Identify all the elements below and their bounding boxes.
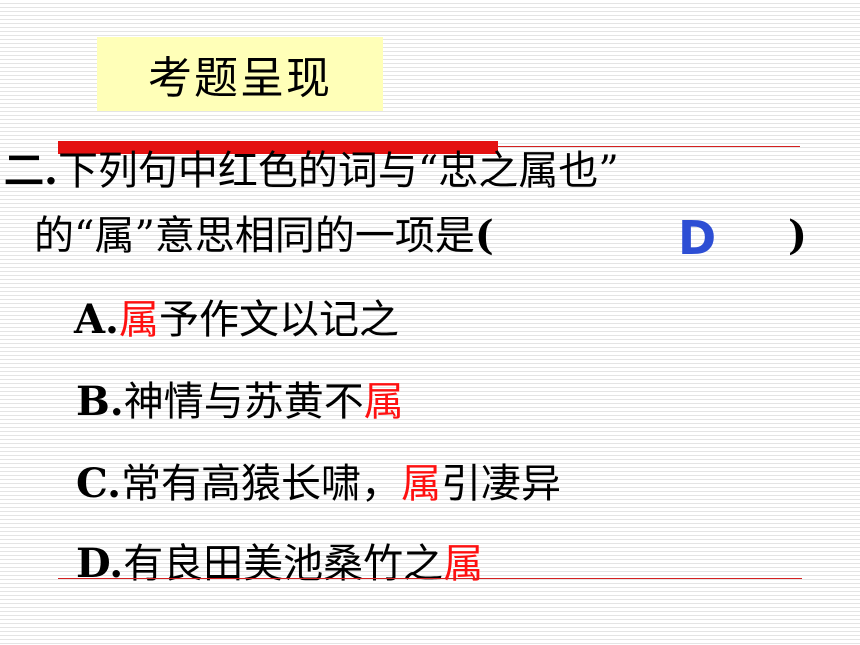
option-letter: D. — [76, 540, 124, 587]
option-letter: A. — [74, 296, 119, 343]
option-a: A.属予作文以记之 — [74, 296, 399, 344]
option-c: C.常有高猿长啸，属引凄异 — [76, 460, 561, 508]
option-d: D.有良田美池桑竹之属 — [76, 540, 483, 588]
decorative-top-line — [498, 146, 800, 147]
option-highlight-word: 属 — [118, 297, 159, 343]
option-letter: C. — [76, 460, 122, 507]
decorative-red-bar — [58, 141, 498, 154]
option-text-before: 有良田美池桑竹之 — [123, 541, 444, 587]
option-letter: B. — [76, 378, 124, 425]
option-highlight-word: 属 — [363, 379, 404, 425]
option-text-after: 引凄异 — [441, 461, 562, 507]
question-line-2-text: 的“属”意思相同的一项是 — [34, 213, 475, 259]
decorative-bottom-line — [58, 578, 802, 579]
option-text-after: 予作文以记之 — [158, 297, 399, 343]
question-number: 二. — [4, 147, 58, 194]
title-box: 考题呈现 — [97, 37, 383, 111]
open-paren: ( — [474, 212, 494, 259]
option-b: B.神情与苏黄不属 — [76, 378, 404, 426]
option-highlight-word: 属 — [401, 461, 442, 507]
question-line-2: 的“属”意思相同的一项是( — [34, 212, 494, 260]
option-text-before: 常有高猿长啸， — [121, 461, 402, 507]
slide-title: 考题呈现 — [148, 53, 332, 104]
option-text-before: 神情与苏黄不 — [123, 379, 364, 425]
close-paren: ) — [788, 212, 807, 259]
option-highlight-word: 属 — [443, 541, 484, 587]
question-line-1: 二.下列句中红色的词与“忠之属也” — [4, 147, 619, 195]
answer-letter: D — [678, 211, 717, 265]
question-line-1-text: 下列句中红色的词与“忠之属也” — [57, 148, 619, 194]
